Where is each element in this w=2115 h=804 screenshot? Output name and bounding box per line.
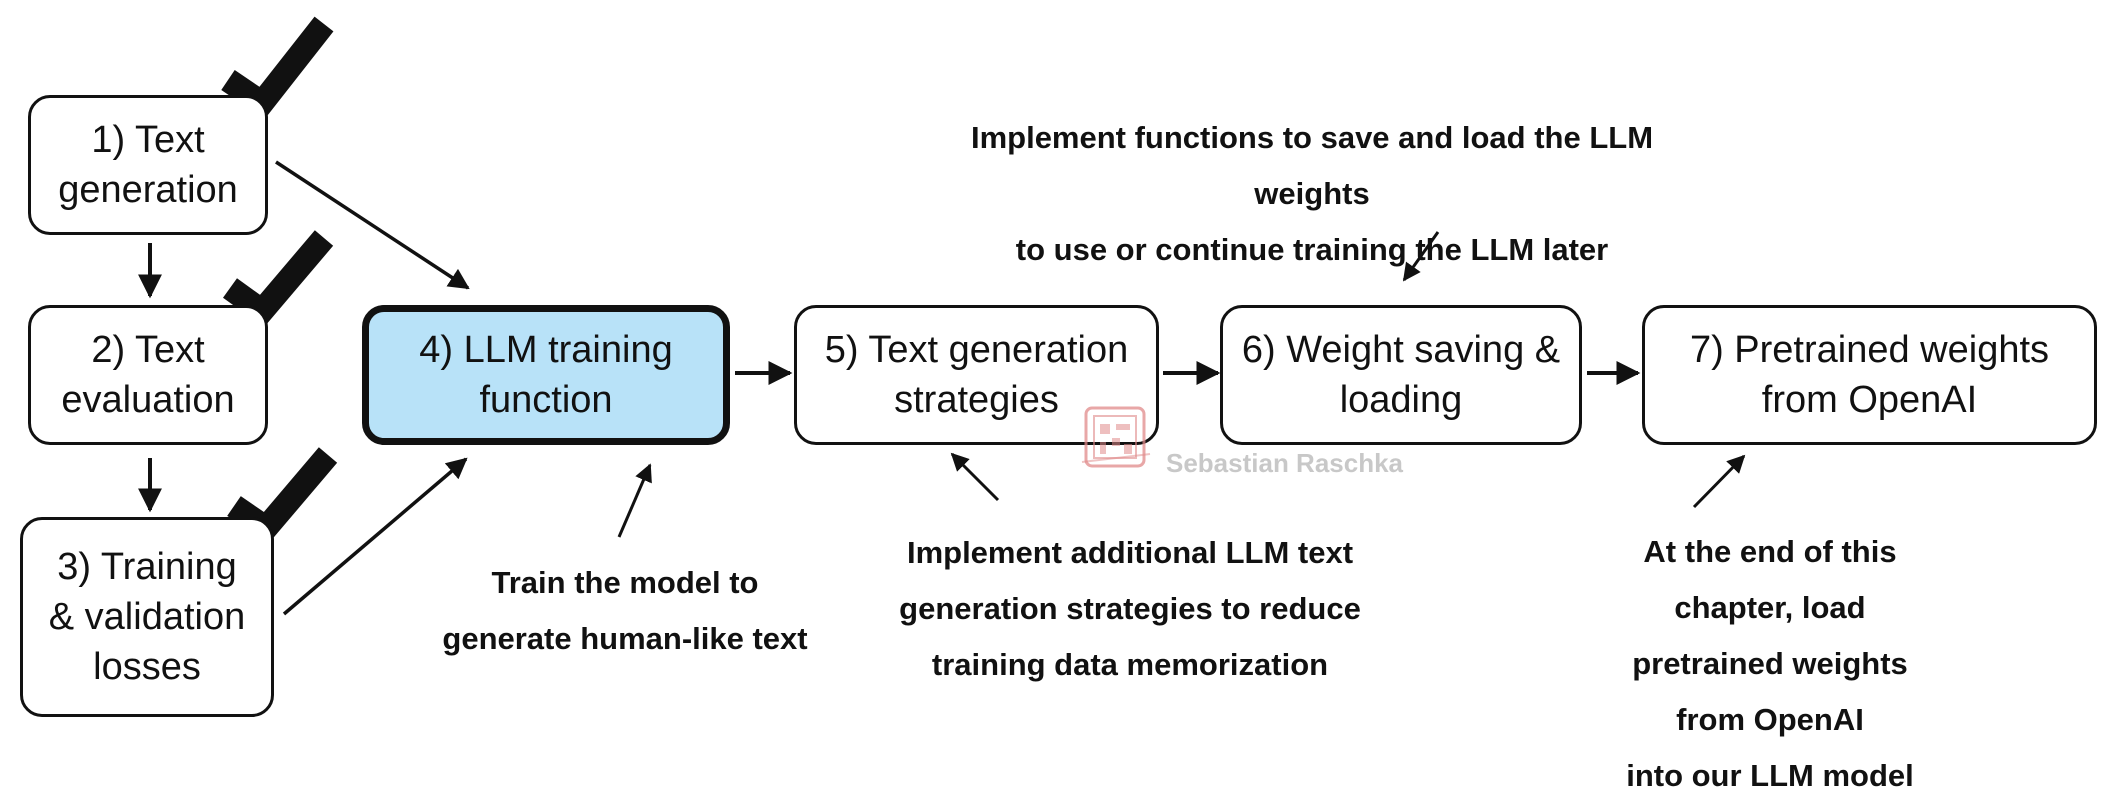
note-arrow-4 — [617, 463, 652, 538]
note-arrow-7 — [1692, 454, 1746, 509]
step-7-label: 7) Pretrained weights from OpenAI — [1689, 329, 2050, 421]
step-1-label: 1) Text generation — [58, 119, 238, 211]
step-6-label: 6) Weight saving & loading — [1241, 329, 1561, 421]
arrow-1-to-4 — [275, 160, 470, 290]
step-5-box: 5) Text generation strategies — [794, 305, 1159, 445]
step-4-box: 4) LLM training function — [362, 305, 730, 445]
checkmark-icon — [221, 16, 334, 120]
note-arrow-6 — [1402, 231, 1440, 282]
note-arrow-5 — [950, 452, 1000, 502]
watermark-logo-icon — [1081, 406, 1151, 468]
step-3-label: 3) Training & validation losses — [48, 546, 246, 688]
checkmark-icon — [222, 230, 334, 328]
note-step-6: Implement functions to save and load the… — [970, 120, 1654, 267]
step-5-label: 5) Text generation strategies — [824, 329, 1129, 421]
llm-pretraining-roadmap: 1) Text generation 2) Text evaluation 3)… — [20, 16, 2097, 793]
note-step-5: Implement additional LLM text generation… — [899, 535, 1361, 682]
step-1-box: 1) Text generation — [28, 95, 268, 235]
step-2-box: 2) Text evaluation — [28, 305, 268, 445]
step-4-label: 4) LLM training function — [419, 329, 673, 421]
step-3-box: 3) Training & validation losses — [20, 517, 274, 717]
arrow-3-to-4 — [282, 457, 468, 616]
note-step-4: Train the model to generate human-like t… — [442, 565, 808, 656]
step-2-label: 2) Text evaluation — [61, 329, 235, 421]
watermark: Sebastian Raschka — [1080, 404, 1510, 480]
note-step-7: At the end of this chapter, load pretrai… — [1626, 534, 1914, 793]
step-6-box: 6) Weight saving & loading — [1220, 305, 1582, 445]
watermark-text: Sebastian Raschka — [1166, 448, 1404, 478]
step-7-box: 7) Pretrained weights from OpenAI — [1642, 305, 2097, 445]
